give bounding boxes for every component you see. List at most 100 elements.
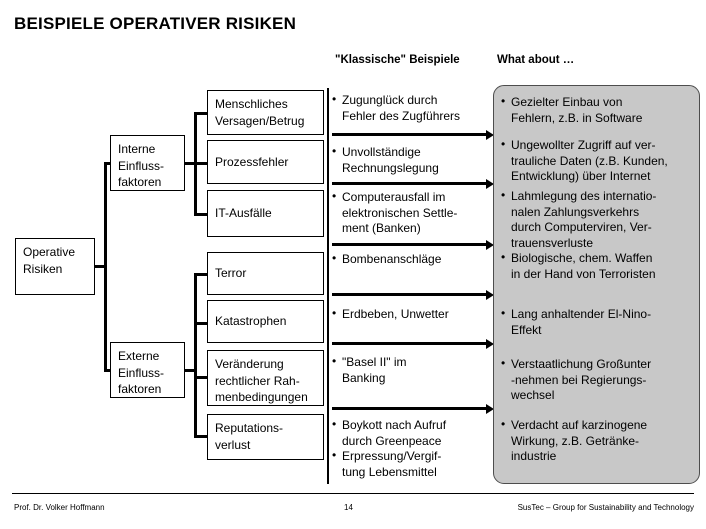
tree-box-reputationsverlust-line1: Reputations-: [215, 421, 284, 435]
tree-box-terror[interactable]: Terror: [207, 252, 324, 295]
classic-example-3-line3: ment (Banken): [342, 221, 421, 235]
tree-box-it-ausfaelle-label: IT-Ausfälle: [215, 206, 272, 221]
arrow-4: [332, 289, 494, 300]
what-about-item-4-line2: in der Hand von Terroristen: [511, 266, 656, 281]
classic-example-5-line1: Erdbeben, Unwetter: [332, 306, 492, 323]
what-about-item-2-line1: Ungewollter Zugriff auf ver-: [501, 137, 697, 154]
connector-externe-leaf3: [194, 376, 208, 379]
classic-example-6-line2: Banking: [342, 370, 386, 385]
connector-interne-leaf3: [194, 213, 208, 216]
what-about-item-7: Verdacht auf karzinogene Wirkung, z.B. G…: [501, 417, 697, 465]
footer-author: Prof. Dr. Volker Hoffmann: [14, 503, 105, 512]
tree-box-veraenderung-line1: Veränderung: [215, 357, 284, 371]
connector-externe-stub: [185, 369, 197, 372]
classic-example-2-line1: Unvollständige: [332, 144, 492, 161]
classic-example-6-line1: "Basel II" im: [332, 354, 492, 371]
classic-example-8-line1: Erpressung/Vergif-: [332, 448, 492, 465]
what-about-item-5: Lang anhaltender El-Nino- Effekt: [501, 306, 697, 338]
tree-box-menschliches-line2: Versagen/Betrug: [215, 113, 305, 128]
what-about-item-4-line1: Biologische, chem. Waffen: [501, 250, 697, 267]
column-header-classic: "Klassische" Beispiele: [335, 54, 460, 66]
tree-box-externe-line2: Einfluss-: [118, 365, 165, 380]
classic-example-3-line2: elektronischen Settle-: [342, 205, 458, 220]
page-title: BEISPIELE OPERATIVER RISIKEN: [14, 14, 297, 33]
tree-box-veraenderung-rechtlicher-rahmenbedingungen[interactable]: Veränderung rechtlicher Rah- menbedingun…: [207, 350, 324, 406]
what-about-item-6: Verstaatlichung Großunter -nehmen bei Re…: [501, 356, 697, 404]
tree-box-menschliches-versagen[interactable]: Menschliches Versagen/Betrug: [207, 90, 324, 135]
connector-to-interne: [104, 162, 114, 165]
what-about-item-1-line1: Gezielter Einbau von: [501, 94, 697, 111]
what-about-item-2: Ungewollter Zugriff auf ver- trauliche D…: [501, 137, 697, 185]
arrow-1: [332, 129, 494, 140]
tree-box-katastrophen[interactable]: Katastrophen: [207, 300, 324, 343]
classic-example-7: Boykott nach Aufruf durch Greenpeace Erp…: [332, 417, 492, 480]
tree-box-interne-einflussfaktoren[interactable]: Interne Einfluss- faktoren: [110, 135, 185, 191]
what-about-item-3-line1: Lahmlegung des internatio-: [501, 188, 697, 205]
what-about-item-6-line1: Verstaatlichung Großunter: [501, 356, 697, 373]
tree-box-it-ausfaelle[interactable]: IT-Ausfälle: [207, 190, 324, 237]
connector-externe-leaf2: [194, 322, 208, 325]
what-about-item-2-line2: trauliche Daten (z.B. Kunden,: [511, 153, 668, 168]
what-about-item-5-line2: Effekt: [511, 322, 542, 337]
classic-example-2-line2: Rechnungslegung: [342, 160, 439, 175]
tree-box-operative-risiken-line1: Operative: [23, 245, 76, 259]
classic-example-7-line1: Boykott nach Aufruf: [332, 417, 492, 434]
arrow-2: [332, 178, 494, 189]
classic-example-4: Bombenanschläge: [332, 251, 492, 268]
tree-box-reputationsverlust[interactable]: Reputations- verlust: [207, 414, 324, 460]
classic-column-divider: [327, 88, 329, 484]
tree-box-interne-line1: Interne: [118, 142, 156, 156]
what-about-item-3-line3: durch Computerviren, Ver-: [511, 220, 652, 234]
footer-organisation: SusTec – Group for Sustainability and Te…: [517, 503, 694, 512]
classic-example-1-line1: Zugunglück durch: [332, 92, 492, 109]
classic-example-1: Zugunglück durch Fehler des Zugführers: [332, 92, 492, 124]
what-about-item-2-line3: Entwicklung) über Internet: [511, 169, 651, 183]
tree-box-interne-line2: Einfluss-: [118, 158, 165, 173]
what-about-item-5-line1: Lang anhaltender El-Nino-: [501, 306, 697, 323]
connector-to-externe: [104, 369, 114, 372]
arrow-5: [332, 338, 494, 349]
what-about-item-3-line4: trauensverluste: [511, 235, 594, 250]
what-about-item-3-line2: nalen Zahlungsverkehrs: [511, 204, 640, 219]
tree-box-terror-label: Terror: [215, 266, 247, 281]
tree-box-interne-line3: faktoren: [118, 175, 162, 189]
what-about-item-7-line1: Verdacht auf karzinogene: [501, 417, 697, 434]
classic-example-8-line2: tung Lebensmittel: [342, 464, 437, 479]
connector-interne-leaf1: [194, 112, 208, 115]
connector-root-stub: [95, 265, 107, 268]
tree-box-veraenderung-line2: rechtlicher Rah-: [215, 373, 300, 388]
what-about-item-6-line3: wechsel: [511, 388, 555, 402]
arrow-6: [332, 403, 494, 414]
tree-box-menschliches-line1: Menschliches: [215, 97, 288, 111]
tree-box-reputationsverlust-line2: verlust: [215, 437, 251, 452]
tree-box-externe-line1: Externe: [118, 349, 160, 363]
classic-example-7-line2: durch Greenpeace: [342, 433, 442, 448]
connector-externe-leaf4: [194, 435, 208, 438]
tree-box-operative-risiken[interactable]: Operative Risiken: [15, 238, 95, 295]
classic-example-3: Computerausfall im elektronischen Settle…: [332, 189, 492, 237]
tree-box-prozessfehler[interactable]: Prozessfehler: [207, 140, 324, 184]
tree-box-prozessfehler-label: Prozessfehler: [215, 154, 289, 169]
connector-interne-stub: [185, 162, 197, 165]
what-about-item-1-line2: Fehlern, z.B. in Software: [511, 110, 643, 125]
connector-interne-leaf2: [194, 162, 208, 165]
tree-box-katastrophen-label: Katastrophen: [215, 314, 287, 329]
tree-box-externe-einflussfaktoren[interactable]: Externe Einfluss- faktoren: [110, 342, 185, 398]
what-about-item-7-line2: Wirkung, z.B. Getränke-: [511, 433, 640, 448]
classic-example-5: Erdbeben, Unwetter: [332, 306, 492, 323]
tree-box-externe-line3: faktoren: [118, 382, 162, 396]
column-header-whatabout: What about …: [497, 54, 575, 66]
tree-box-operative-risiken-line2: Risiken: [23, 261, 63, 276]
classic-example-4-line1: Bombenanschläge: [332, 251, 492, 268]
what-about-item-1: Gezielter Einbau von Fehlern, z.B. in So…: [501, 94, 697, 126]
footer-page-number: 14: [344, 503, 353, 512]
connector-externe-spine: [194, 273, 197, 438]
arrow-3: [332, 239, 494, 250]
classic-example-1-line2: Fehler des Zugführers: [342, 108, 461, 123]
what-about-item-3: Lahmlegung des internatio- nalen Zahlung…: [501, 188, 697, 251]
what-about-item-6-line2: -nehmen bei Regierungs-: [511, 372, 647, 387]
classic-example-3-line1: Computerausfall im: [332, 189, 492, 206]
connector-externe-leaf1: [194, 273, 208, 276]
what-about-item-4: Biologische, chem. Waffen in der Hand vo…: [501, 250, 697, 282]
